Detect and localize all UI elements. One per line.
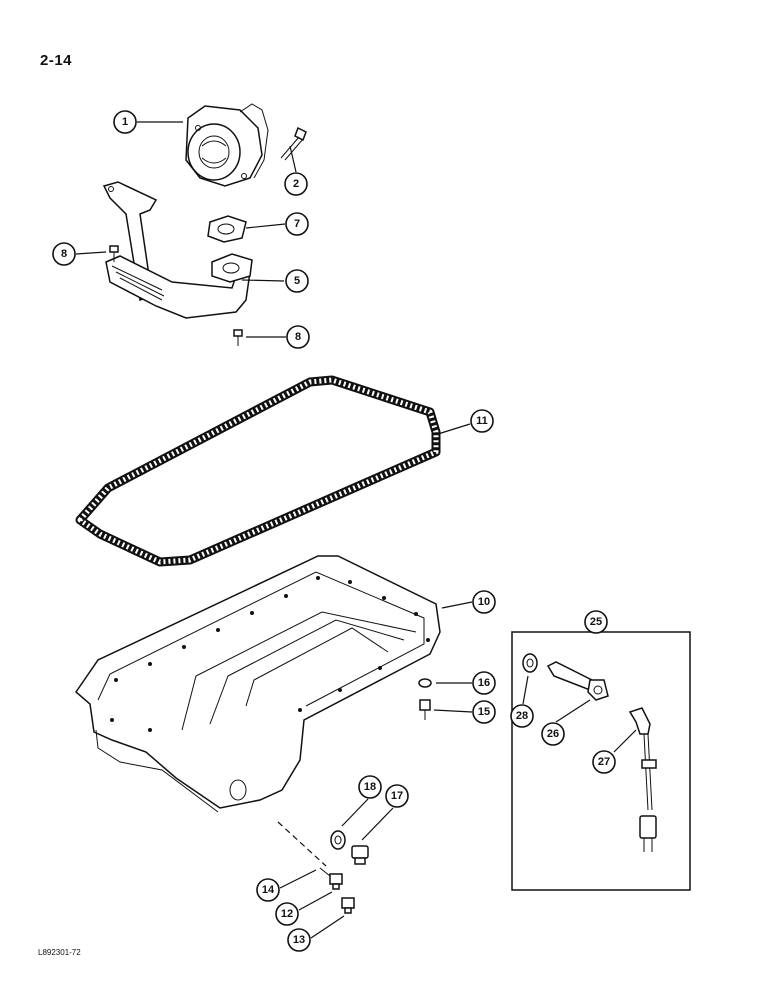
- svg-text:17: 17: [391, 790, 403, 802]
- side-bolt: [419, 699, 431, 720]
- svg-text:5: 5: [294, 275, 300, 287]
- callout-28: 28: [510, 704, 534, 728]
- svg-text:10: 10: [478, 596, 490, 608]
- svg-text:27: 27: [598, 756, 610, 768]
- oil-pump: [185, 103, 269, 187]
- svg-text:8: 8: [61, 248, 67, 260]
- callout-18: 18: [358, 775, 382, 799]
- svg-text:25: 25: [590, 616, 602, 628]
- callout-12: 12: [275, 902, 299, 926]
- leader-lines: [75, 121, 637, 939]
- callout-11: 11: [470, 409, 494, 433]
- drawing-code: L892301-72: [38, 948, 81, 957]
- svg-text:11: 11: [476, 415, 488, 427]
- screw-upper: [109, 245, 119, 262]
- svg-text:14: 14: [262, 884, 275, 896]
- svg-text:12: 12: [281, 908, 293, 920]
- callout-8-upper: 8: [52, 242, 76, 266]
- svg-text:26: 26: [547, 728, 559, 740]
- side-washer: [418, 678, 432, 688]
- svg-text:13: 13: [293, 934, 305, 946]
- callout-26: 26: [541, 722, 565, 746]
- oil-pickup-tube: [102, 181, 253, 319]
- svg-text:7: 7: [294, 218, 300, 230]
- page-number: 2-14: [40, 52, 73, 69]
- svg-text:2: 2: [293, 178, 299, 190]
- pump-bolt: [280, 126, 307, 161]
- oil-drain-plug: [351, 845, 369, 865]
- pump-gasket: [207, 215, 247, 243]
- callout-15: 15: [472, 700, 496, 724]
- svg-text:18: 18: [364, 781, 376, 793]
- callout-1: 1: [113, 110, 137, 134]
- callout-10: 10: [472, 590, 496, 614]
- drain-plug-lower: [341, 897, 355, 914]
- plug-washer: [330, 830, 346, 850]
- callout-8-lower: 8: [286, 325, 310, 349]
- callout-13: 13: [287, 928, 311, 952]
- callout-2: 2: [284, 172, 308, 196]
- callout-25: 25: [584, 610, 608, 634]
- heater-element: [546, 661, 609, 701]
- drain-alignment-line: [277, 821, 327, 867]
- svg-text:8: 8: [295, 331, 301, 343]
- svg-text:15: 15: [478, 706, 490, 718]
- svg-text:16: 16: [478, 677, 490, 689]
- screw-lower: [233, 329, 243, 346]
- callout-16: 16: [472, 671, 496, 695]
- oil-pan-gasket: [75, 375, 441, 567]
- callout-5: 5: [285, 269, 309, 293]
- callout-27: 27: [592, 750, 616, 774]
- callout-14: 14: [256, 878, 280, 902]
- drain-pin: [319, 867, 331, 877]
- svg-text:1: 1: [122, 116, 128, 128]
- heater-cord: [628, 707, 657, 852]
- kit-seal-ring: [522, 653, 538, 673]
- callout-7: 7: [285, 212, 309, 236]
- oil-pan: [75, 555, 441, 813]
- drain-plug-upper: [329, 873, 343, 890]
- svg-text:28: 28: [516, 710, 528, 722]
- callout-17: 17: [385, 784, 409, 808]
